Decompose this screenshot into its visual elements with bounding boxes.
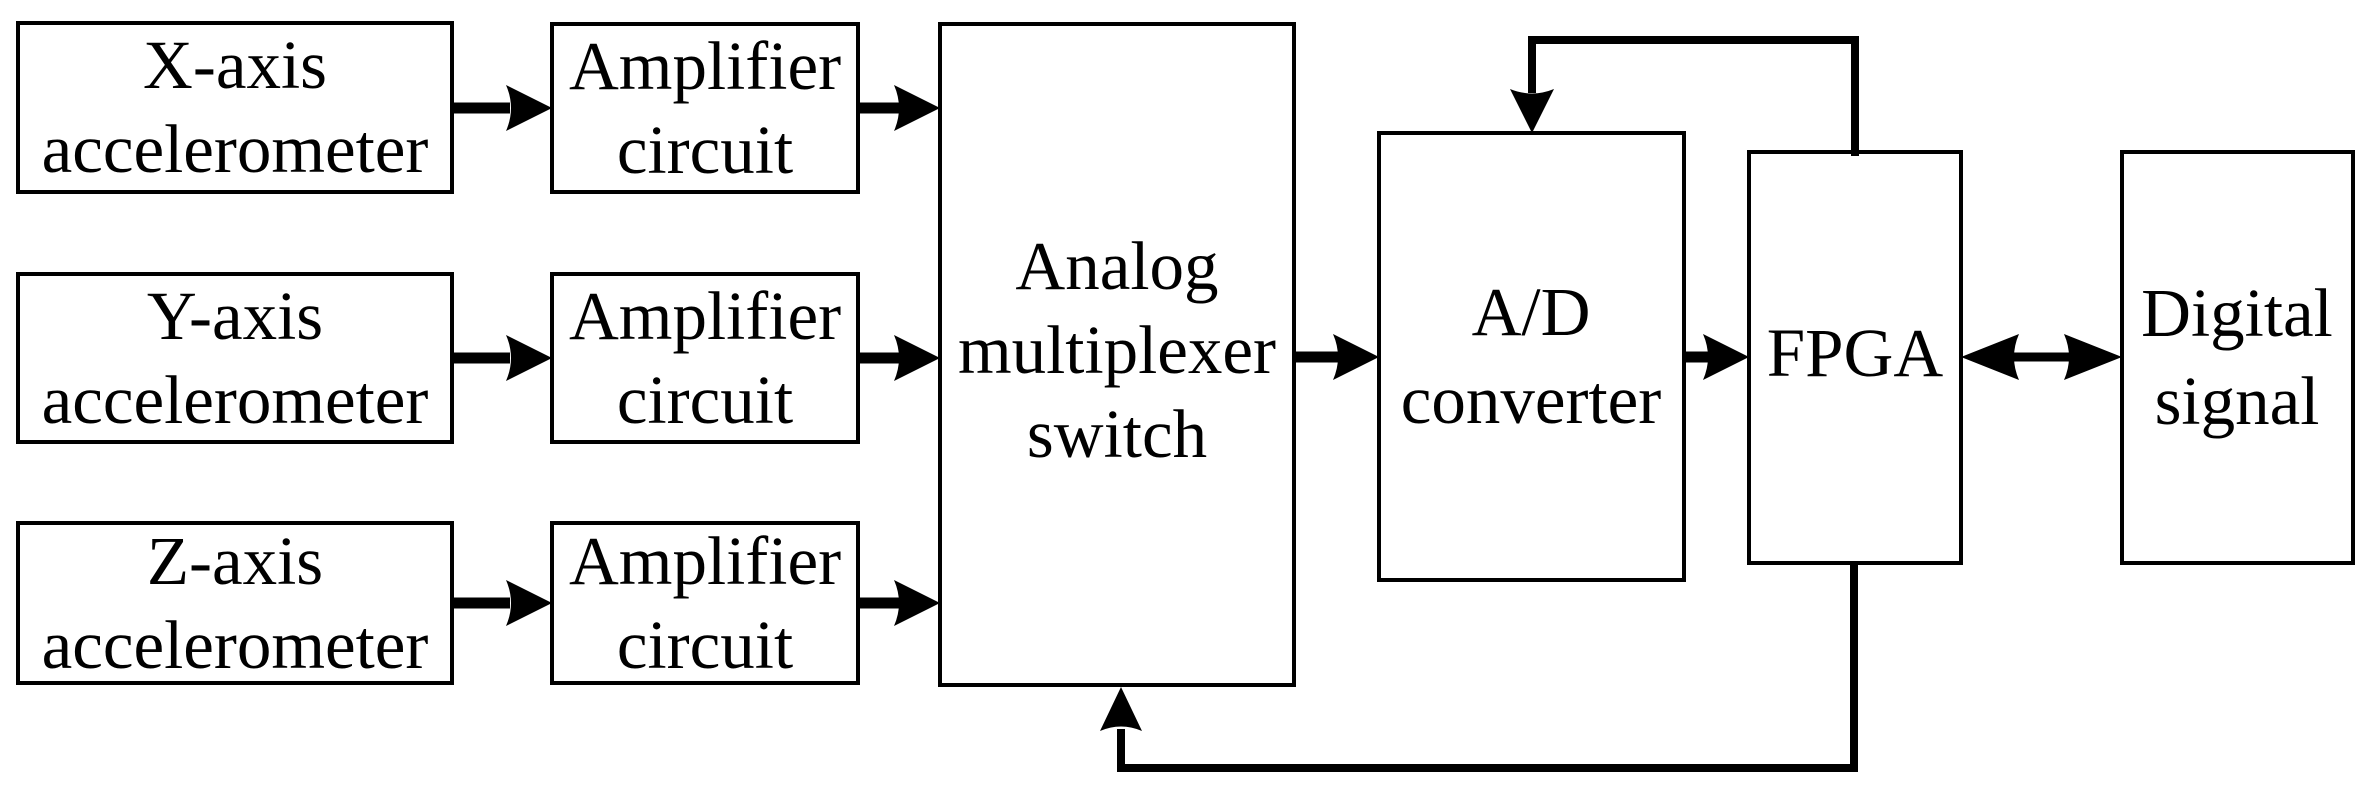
block-digital-signal: Digital signal (2120, 150, 2355, 565)
fpga-label: FPGA (1767, 315, 1944, 391)
amplifier-1-label-line1: Amplifier (569, 28, 841, 104)
analog-multiplexer-switch-label-line2: multiplexer (958, 312, 1276, 388)
arrowhead-right-icon (506, 335, 552, 381)
digital-signal-label-line2: signal (2155, 363, 2320, 439)
amplifier-1-label-line2: circuit (617, 112, 793, 188)
arrowhead-right-icon (1703, 334, 1749, 380)
arrowhead-right-icon (894, 85, 940, 131)
y-accelerometer-label-line1: Y-axis (147, 278, 323, 354)
arrowhead-right-icon (894, 580, 940, 626)
block-analog-multiplexer-switch: Analog multiplexer switch (938, 22, 1296, 687)
arrow-adc-to-fpga (1684, 334, 1749, 380)
digital-signal-label-line1: Digital (2141, 275, 2333, 351)
fpga-box (1747, 150, 1963, 565)
y-accelerometer-label-line2: accelerometer (42, 362, 429, 438)
arrowhead-right-icon (2064, 334, 2122, 380)
amplifier-2-label-line1: Amplifier (569, 278, 841, 354)
analog-multiplexer-switch-label-line3: switch (1027, 396, 1207, 472)
feedback-fpga-to-mux (1100, 561, 1858, 772)
x-accelerometer-label-line1: X-axis (143, 27, 327, 103)
x-accelerometer-box (16, 21, 454, 194)
analog-multiplexer-switch-box (938, 22, 1296, 687)
block-ad-converter: A/D converter (1377, 131, 1686, 582)
feedback-line (1117, 561, 1858, 772)
block-amplifier-1: Amplifier circuit (550, 22, 860, 194)
arrowhead-left-icon (1961, 334, 2019, 380)
z-accelerometer-label-line2: accelerometer (42, 607, 429, 683)
arrow-y-accel-to-amplifier (452, 335, 552, 381)
block-amplifier-3: Amplifier circuit (550, 521, 860, 685)
z-accelerometer-label-line1: Z-axis (147, 523, 323, 599)
block-z-accelerometer: Z-axis accelerometer (16, 521, 454, 685)
arrow-z-accel-to-amplifier (452, 580, 552, 626)
feedback-line (1528, 36, 1859, 156)
block-fpga: FPGA (1747, 150, 1963, 565)
block-y-accelerometer: Y-axis accelerometer (16, 272, 454, 444)
arrow-amplifier1-to-mux (858, 85, 940, 131)
y-accelerometer-box (16, 272, 454, 444)
z-accelerometer-box (16, 521, 454, 685)
feedback-fpga-to-adc (1510, 36, 1859, 156)
ad-converter-box (1377, 131, 1686, 582)
ad-converter-label-line1: A/D (1472, 274, 1591, 350)
amplifier-2-box (550, 272, 860, 444)
arrowhead-down-icon (1510, 89, 1554, 133)
arrow-x-accel-to-amplifier (452, 85, 552, 131)
arrowhead-right-icon (506, 85, 552, 131)
arrow-mux-to-adc (1294, 334, 1379, 380)
arrowhead-right-icon (506, 580, 552, 626)
arrowhead-right-icon (1333, 334, 1379, 380)
arrow-amplifier2-to-mux (858, 335, 940, 381)
ad-converter-label-line2: converter (1401, 362, 1662, 438)
x-accelerometer-label-line2: accelerometer (42, 111, 429, 187)
arrow-amplifier3-to-mux (858, 580, 940, 626)
amplifier-3-label-line2: circuit (617, 607, 793, 683)
digital-signal-box (2120, 150, 2355, 565)
arrowhead-up-icon (1100, 687, 1142, 731)
arrowhead-right-icon (894, 335, 940, 381)
amplifier-3-label-line1: Amplifier (569, 523, 841, 599)
arrow-fpga-digital-bidirectional (1961, 334, 2122, 380)
block-amplifier-2: Amplifier circuit (550, 272, 860, 444)
analog-multiplexer-switch-label-line1: Analog (1015, 228, 1218, 304)
block-x-accelerometer: X-axis accelerometer (16, 21, 454, 194)
amplifier-2-label-line2: circuit (617, 362, 793, 438)
